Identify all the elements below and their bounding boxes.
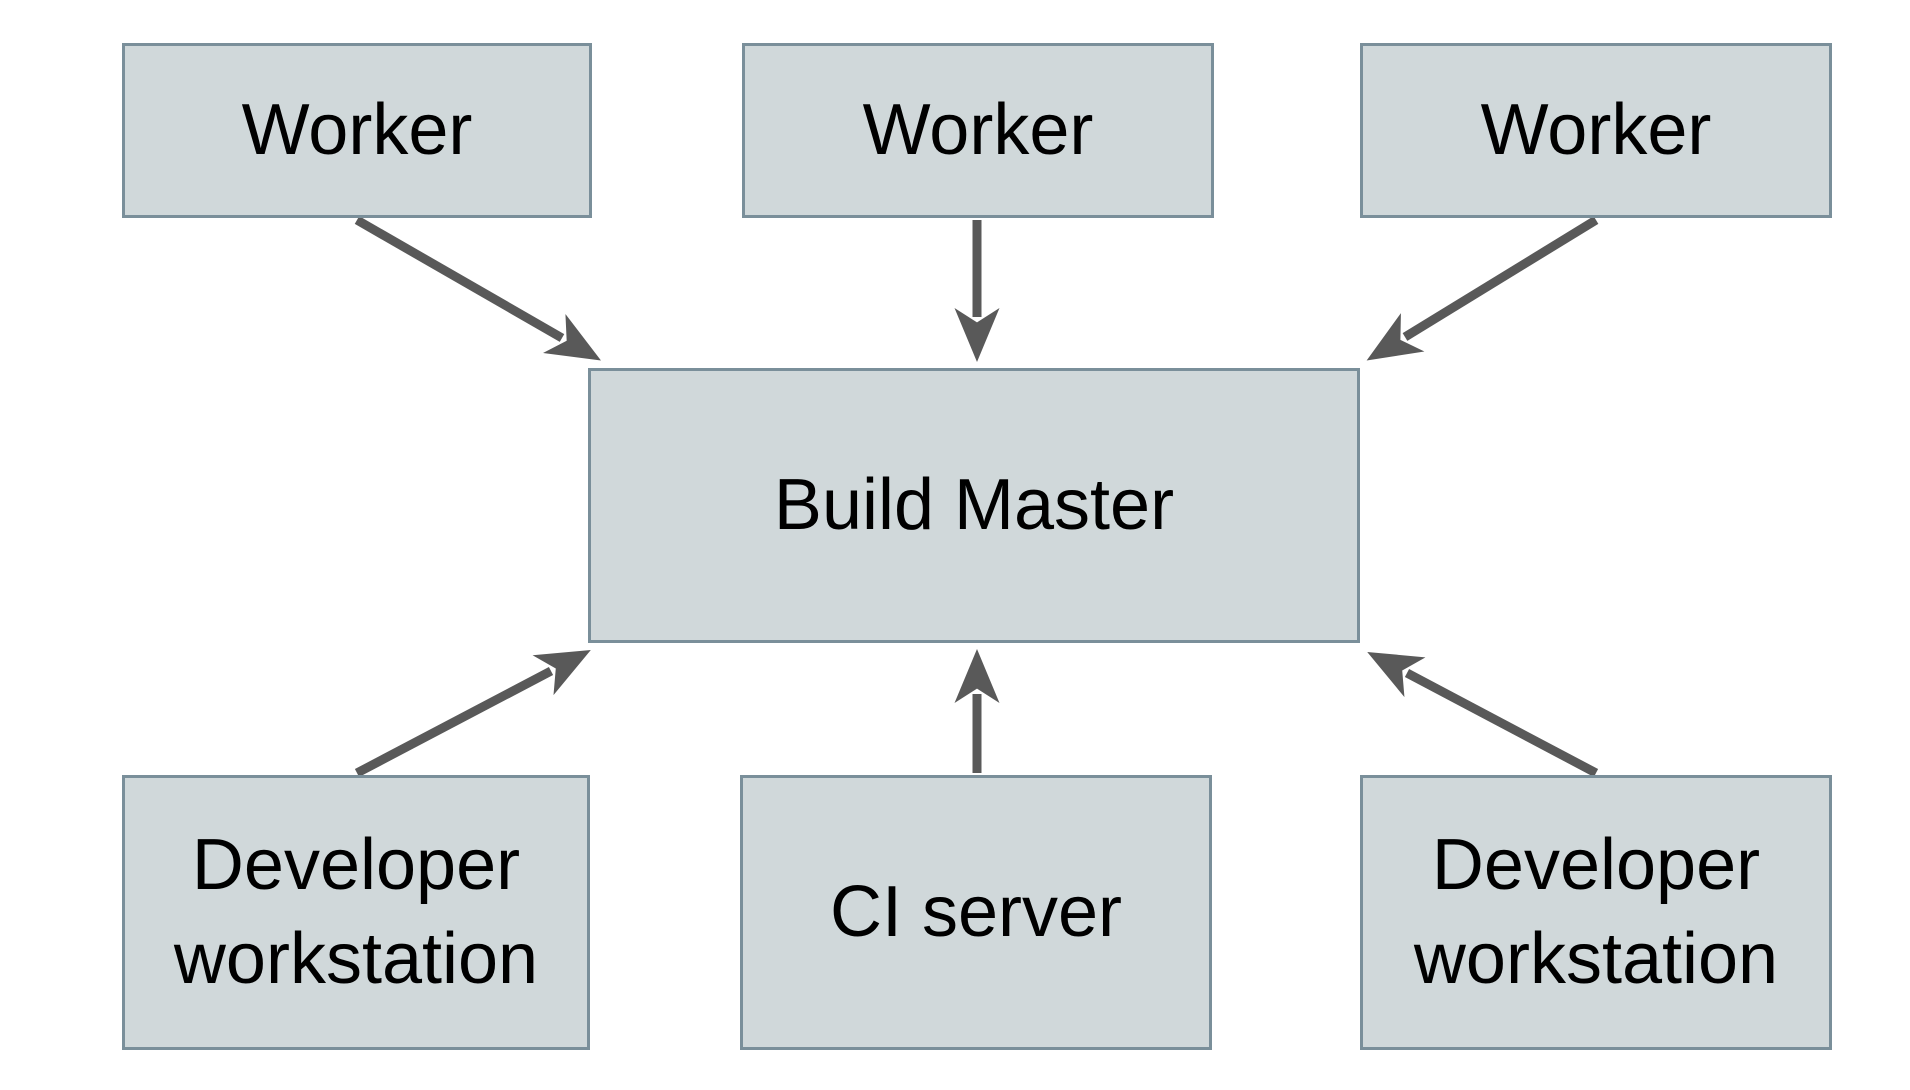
node-developer-workstation-left-label: Developer workstation bbox=[173, 824, 539, 999]
arrow-worker-3-to-build-master bbox=[1366, 216, 1599, 361]
arrow-worker-1-to-build-master bbox=[354, 216, 602, 361]
node-worker-3-label: Worker bbox=[1480, 89, 1712, 170]
node-build-master-label: Build Master bbox=[773, 464, 1175, 545]
node-developer-workstation-right: Developer workstation bbox=[1360, 775, 1832, 1050]
node-developer-workstation-right-label: Developer workstation bbox=[1413, 824, 1779, 999]
node-worker-1: Worker bbox=[122, 43, 592, 218]
node-ci-server-label: CI server bbox=[829, 871, 1123, 952]
node-worker-2: Worker bbox=[742, 43, 1214, 218]
node-developer-workstation-left: Developer workstation bbox=[122, 775, 590, 1050]
node-worker-3: Worker bbox=[1360, 43, 1832, 218]
node-worker-2-label: Worker bbox=[862, 89, 1094, 170]
arrow-developer-workstation-right-to-build-master bbox=[1367, 651, 1599, 777]
node-ci-server: CI server bbox=[740, 775, 1212, 1050]
arrow-developer-workstation-left-to-build-master bbox=[354, 650, 591, 777]
node-worker-1-label: Worker bbox=[241, 89, 473, 170]
node-build-master: Build Master bbox=[588, 368, 1360, 643]
